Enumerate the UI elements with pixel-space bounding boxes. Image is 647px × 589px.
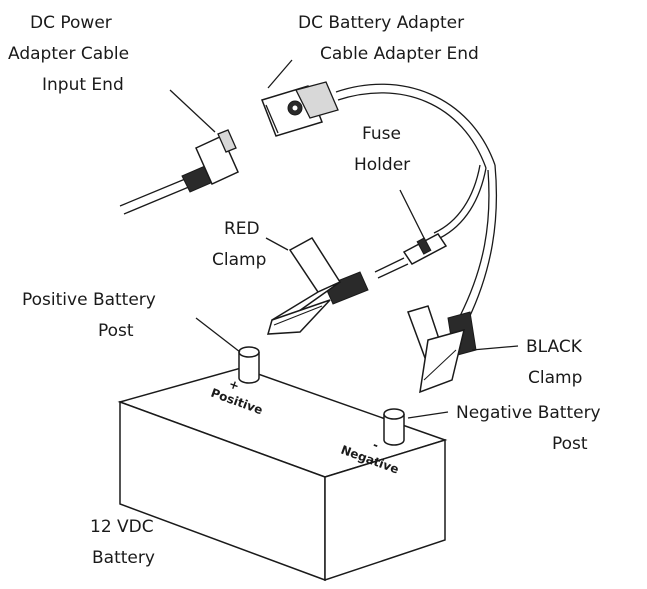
label-positive-line2: Post bbox=[98, 321, 134, 341]
label-black-line2: Clamp bbox=[528, 368, 582, 388]
plus-sign: + bbox=[227, 377, 241, 394]
label-red-clamp: RED Clamp bbox=[212, 219, 266, 270]
label-dc-battery-line2: Cable Adapter End bbox=[320, 44, 479, 64]
label-fuse-holder: Fuse Holder bbox=[354, 124, 410, 175]
label-fuse-line2: Holder bbox=[354, 155, 410, 175]
battery bbox=[117, 367, 448, 582]
fuse-holder bbox=[374, 233, 448, 279]
label-negative-line2: Post bbox=[552, 434, 588, 454]
label-negative-post: Negative Battery Post bbox=[456, 403, 601, 454]
label-dc-battery-line1: DC Battery Adapter bbox=[298, 13, 464, 33]
label-positive-post: Positive Battery Post bbox=[22, 290, 156, 341]
label-dc-power-line1: DC Power bbox=[30, 13, 112, 33]
label-battery: 12 VDC Battery bbox=[90, 517, 155, 568]
label-black-line1: BLACK bbox=[526, 337, 583, 357]
label-dc-power-line2: Adapter Cable bbox=[8, 44, 129, 64]
label-fuse-line1: Fuse bbox=[362, 124, 401, 144]
label-dc-power-line3: Input End bbox=[42, 75, 124, 95]
label-positive-line1: Positive Battery bbox=[22, 290, 156, 310]
label-dc-battery-adapter: DC Battery Adapter Cable Adapter End bbox=[298, 13, 479, 64]
label-negative-line1: Negative Battery bbox=[456, 403, 601, 423]
clamp-cables bbox=[335, 83, 498, 321]
positive-post bbox=[238, 346, 260, 384]
dc-battery-adapter-connector bbox=[261, 81, 339, 137]
label-black-clamp: BLACK Clamp bbox=[526, 337, 583, 388]
black-clamp bbox=[407, 305, 477, 394]
label-red-line2: Clamp bbox=[212, 250, 266, 270]
negative-post bbox=[383, 408, 405, 446]
red-clamp bbox=[266, 237, 369, 335]
label-dc-power-input: DC Power Adapter Cable Input End bbox=[8, 13, 129, 95]
label-battery-line2: Battery bbox=[92, 548, 155, 568]
leader-lines bbox=[169, 59, 519, 419]
label-red-line1: RED bbox=[224, 219, 260, 239]
dc-power-input-cable bbox=[119, 129, 239, 215]
label-battery-line1: 12 VDC bbox=[90, 517, 154, 537]
minus-sign: - bbox=[371, 438, 380, 453]
